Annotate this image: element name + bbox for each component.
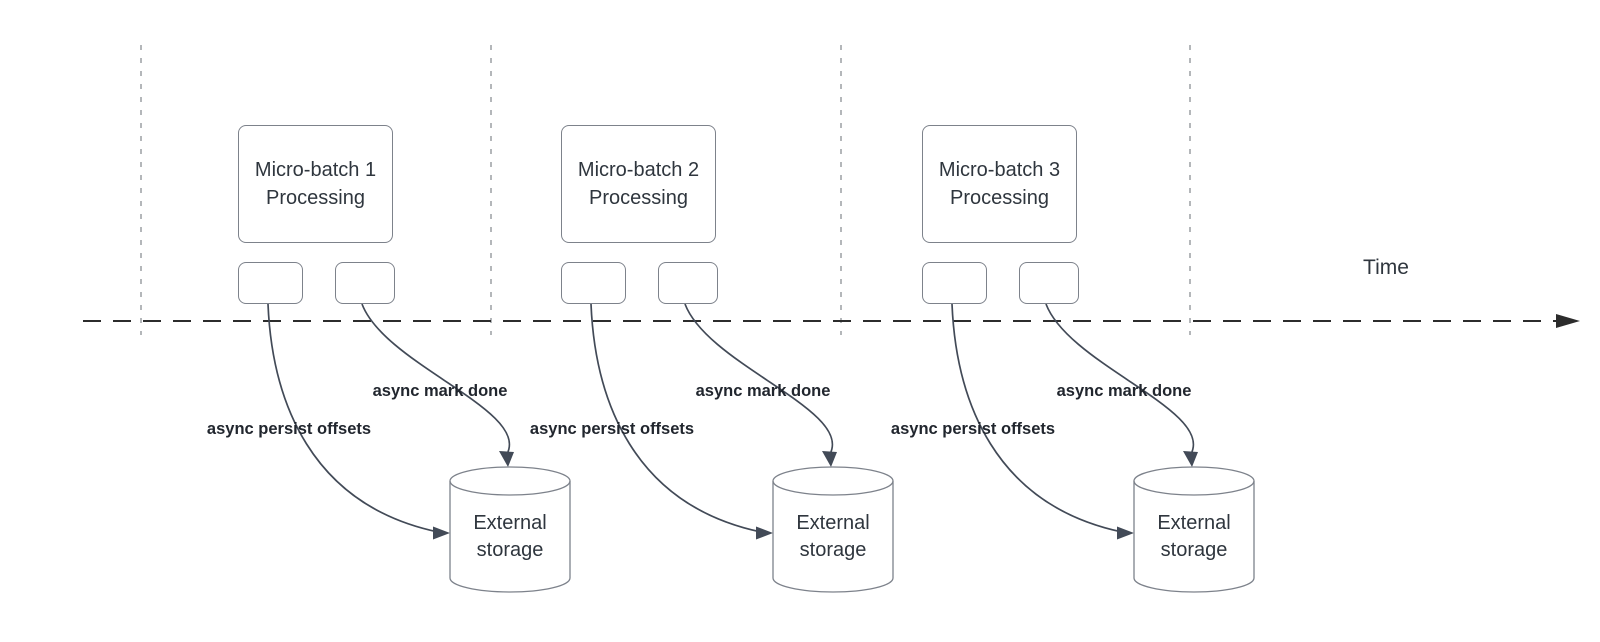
mark-done-arrowhead-icon [1183,451,1198,467]
persist-offsets-arrowhead-icon [756,526,773,540]
storage-label: External storage [450,510,570,564]
offset-task-box [238,262,303,304]
persist-offsets-label: async persist offsets [206,420,372,438]
processing-box: Micro-batch 2 Processing [561,125,716,243]
persist-offsets-arrowhead-icon [1117,526,1134,540]
persist-offsets-label: async persist offsets [529,420,695,438]
mark-done-task-box [658,262,718,304]
micro-batch-group-3: Micro-batch 3 Processing async persist o… [884,110,1264,610]
mark-done-label: async mark done [695,382,831,400]
mark-done-task-box [1019,262,1079,304]
persist-offsets-label: async persist offsets [890,420,1056,438]
processing-box-title-line2: Processing [589,187,688,209]
batch-boundary-line-2 [490,45,492,335]
processing-box-title-line2: Processing [266,187,365,209]
processing-box-title-line1: Micro-batch 2 [577,159,700,181]
mark-done-arrow [361,303,511,455]
storage-label-line2: storage [476,539,544,561]
mark-done-arrow [1045,303,1195,455]
persist-offsets-arrowhead-icon [433,526,450,540]
offset-task-box [922,262,987,304]
time-axis-label: Time [1363,256,1409,279]
persist-offsets-arrow [951,303,1123,533]
offset-task-box [561,262,626,304]
storage-cylinder-rim [772,480,894,496]
storage-label-line1: External [1157,512,1231,534]
time-axis-arrowhead-icon [1556,314,1580,328]
storage-label: External storage [773,510,893,564]
processing-box: Micro-batch 3 Processing [922,125,1077,243]
flow-arrows-svg [267,303,571,593]
processing-box-title-line1: Micro-batch 1 [254,159,377,181]
batch-boundary-line-3 [840,45,842,335]
storage-label-line2: storage [799,539,867,561]
processing-box-title-line1: Micro-batch 3 [938,159,1061,181]
storage-label-line2: storage [1160,539,1228,561]
mark-done-task-box [335,262,395,304]
processing-box: Micro-batch 1 Processing [238,125,393,243]
time-axis-line [83,320,1556,322]
mark-done-label: async mark done [372,382,508,400]
micro-batch-group-1: Micro-batch 1 Processing async persist o… [200,110,580,610]
batch-boundary-line-1 [140,45,142,335]
flow-arrows-svg [590,303,894,593]
storage-label-line1: External [473,512,547,534]
mark-done-label: async mark done [1056,382,1192,400]
processing-box-title-line2: Processing [950,187,1049,209]
storage-cylinder [772,466,894,593]
storage-cylinder [1133,466,1255,593]
storage-cylinder [449,466,571,593]
storage-label: External storage [1134,510,1254,564]
batch-boundary-line-4 [1189,45,1191,335]
mark-done-arrow [684,303,834,455]
persist-offsets-arrow [590,303,762,533]
storage-cylinder-rim [449,480,571,496]
flow-arrows-svg [951,303,1255,593]
storage-label-line1: External [796,512,870,534]
mark-done-arrowhead-icon [822,451,837,467]
persist-offsets-arrow [267,303,439,533]
storage-cylinder-rim [1133,480,1255,496]
micro-batch-group-2: Micro-batch 2 Processing async persist o… [523,110,903,610]
mark-done-arrowhead-icon [499,451,514,467]
